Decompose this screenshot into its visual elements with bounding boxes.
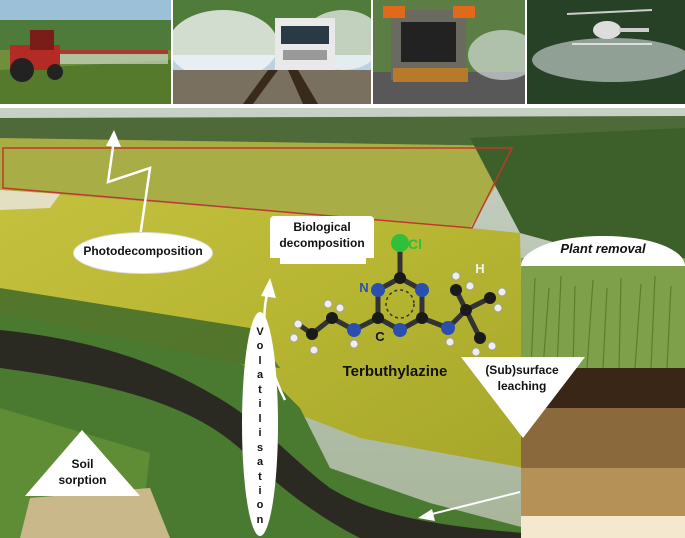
subsurface-leaching-label-1: (Sub)surface xyxy=(485,363,559,377)
soil-sorption-triangle xyxy=(25,430,140,496)
volatilisation-letter: a xyxy=(256,456,264,469)
volatilisation-letter: i xyxy=(258,427,262,440)
volatilisation-bubble xyxy=(242,312,278,536)
biological-decomposition-label-2: decomposition xyxy=(279,236,365,250)
volatilisation-letter: l xyxy=(258,412,262,425)
volatilisation-letter: o xyxy=(256,499,264,512)
tractor-sprayer-photo xyxy=(0,0,171,104)
photodecomposition-arrowhead xyxy=(106,130,121,147)
helicopter-sprayer-photo xyxy=(527,0,685,104)
volatilisation-letter: t xyxy=(258,470,262,483)
photodecomposition-label: Photodecomposition xyxy=(83,244,203,258)
volatilisation-letter: a xyxy=(256,369,264,382)
volatilisation-letter: o xyxy=(256,340,264,353)
subsurface-leaching-label-2: leaching xyxy=(497,379,547,393)
terbuthylazine-molecule xyxy=(289,234,507,357)
biological-decomposition-label-1: Biological xyxy=(293,220,351,234)
compound-name: Terbuthylazine xyxy=(342,363,448,380)
volatilisation-arrowhead xyxy=(261,278,276,298)
leaching-arrow xyxy=(427,491,521,516)
soil-sorption-label-1: Soil xyxy=(71,457,94,471)
leaching-arrowhead xyxy=(418,509,435,521)
soil-profile-scene xyxy=(521,258,685,538)
atom-label-n: N xyxy=(359,280,369,295)
photodecomposition-arrow xyxy=(106,139,152,238)
biological-decomposition-box xyxy=(270,216,374,258)
soil-profile-photo xyxy=(521,258,685,538)
atom-label-c: C xyxy=(375,329,385,344)
truck-sprayer-icon xyxy=(373,0,525,104)
volatilisation-letter: n xyxy=(256,513,264,526)
volatilisation-letter: i xyxy=(258,398,262,411)
biological-decomposition-step xyxy=(280,256,366,264)
soil-sorption-label-2: sorption xyxy=(58,473,107,487)
volatilisation-letter: t xyxy=(258,383,262,396)
train-sprayer-icon xyxy=(173,0,371,104)
subsurface-leaching-triangle xyxy=(461,357,585,438)
atom-label-cl: Cl xyxy=(408,236,422,252)
volatilisation-letter: i xyxy=(258,484,262,497)
volatilisation-letter: s xyxy=(256,441,264,454)
tractor-sprayer-icon xyxy=(0,0,171,104)
helicopter-sprayer-icon xyxy=(527,0,685,104)
photodecomposition-bubble xyxy=(74,233,212,273)
volatilisation-letter: l xyxy=(258,354,262,367)
truck-sprayer-photo xyxy=(373,0,525,104)
plant-removal-label: Plant removal xyxy=(560,241,646,256)
volatilisation-letter: V xyxy=(256,326,264,338)
atom-label-h: H xyxy=(475,261,485,276)
train-sprayer-photo xyxy=(173,0,371,104)
chlorine-atom xyxy=(391,234,409,252)
